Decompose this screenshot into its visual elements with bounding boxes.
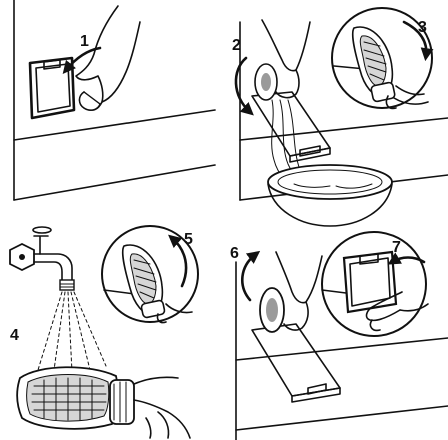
machine-plinth-line-2 xyxy=(240,118,448,140)
machine-bottom-line xyxy=(14,165,215,200)
panel-step-6-7: 6 7 xyxy=(230,232,448,440)
inset-circle-step-3 xyxy=(332,8,432,108)
water-tap xyxy=(10,227,74,290)
step-number-3: 3 xyxy=(418,19,427,36)
step-number-2: 2 xyxy=(232,37,241,54)
water-spray xyxy=(38,292,106,372)
step-number-4: 4 xyxy=(10,327,19,344)
drain-filter-rinse xyxy=(17,367,134,429)
step-number-6: 6 xyxy=(230,245,239,262)
hand-unscrewing xyxy=(255,20,310,100)
machine-bottom-line-3 xyxy=(236,406,448,430)
water-bowl xyxy=(268,165,392,226)
step-number-1: 1 xyxy=(80,33,89,50)
panel-step-4-5: 4 5 xyxy=(10,226,198,438)
step-number-7: 7 xyxy=(392,239,401,256)
open-flap-6 xyxy=(252,324,340,402)
hand-holding-filter xyxy=(134,377,190,438)
hand-refitting xyxy=(260,252,322,332)
arrow-step-6 xyxy=(242,254,256,300)
open-flap-2 xyxy=(252,92,330,162)
inset-circle-step-7 xyxy=(322,232,428,336)
arrow-step-2 xyxy=(236,58,250,112)
closing-flap xyxy=(344,252,396,312)
hand-opening-flap xyxy=(76,6,140,110)
panel-step-2-3: 2 3 xyxy=(232,8,448,226)
step-number-5: 5 xyxy=(184,231,193,248)
panel-step-1: 1 xyxy=(14,0,215,200)
